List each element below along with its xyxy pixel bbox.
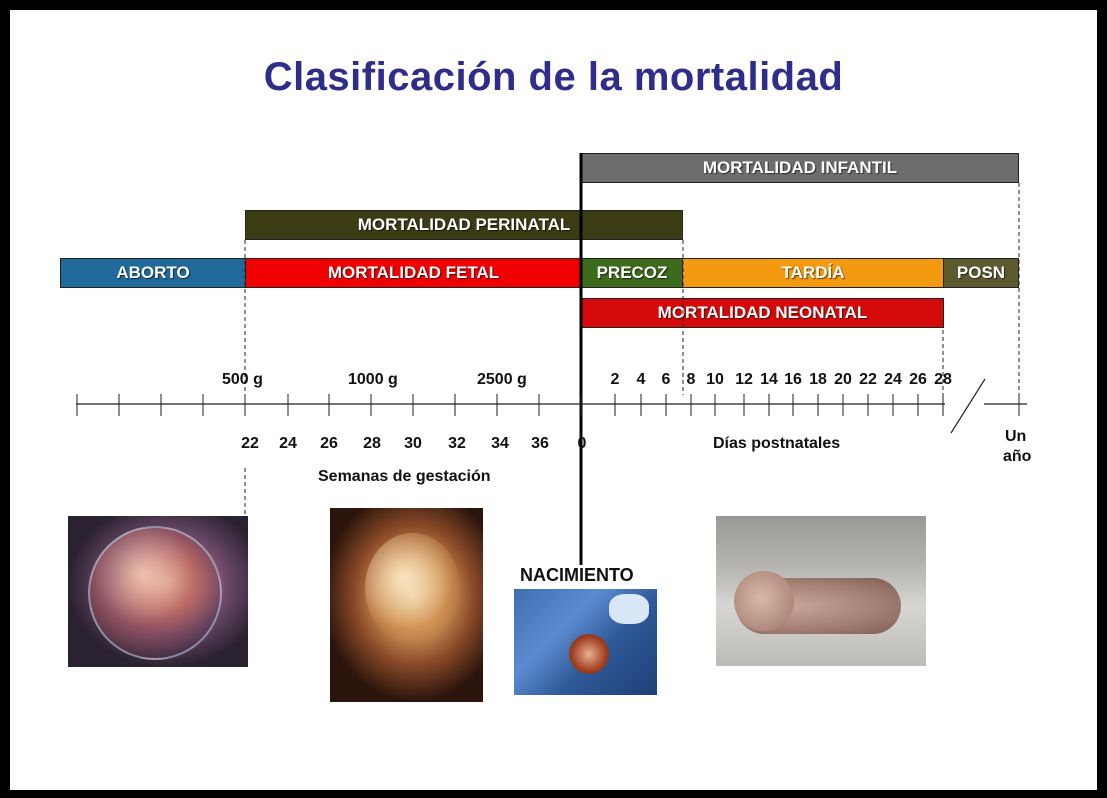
gestation-week-label: 28 <box>363 435 381 452</box>
birth-photo <box>514 589 657 695</box>
postnatal-day-label: 16 <box>784 371 802 388</box>
bar-mortalidad-neonatal: MORTALIDAD NEONATAL <box>581 298 944 328</box>
bar-precoz: PRECOZ <box>581 258 683 288</box>
fetus-photo-late <box>330 508 483 702</box>
gestation-week-label: 30 <box>404 435 422 452</box>
label-nacimiento: NACIMIENTO <box>520 565 634 585</box>
label-dias-postnatales: Días postnatales <box>713 435 841 452</box>
weight-1000: 1000 g <box>348 371 398 388</box>
bar-mortalidad-perinatal: MORTALIDAD PERINATAL <box>245 210 683 240</box>
label-anio: año <box>1003 448 1032 465</box>
gestation-week-label: 22 <box>241 435 259 452</box>
gestation-week-label: 34 <box>491 435 509 452</box>
postnatal-day-label: 6 <box>661 371 671 388</box>
bar-posn: POSN <box>943 258 1019 288</box>
postnatal-day-label: 26 <box>909 371 927 388</box>
postnatal-day-label: 20 <box>834 371 852 388</box>
bar-mortalidad-fetal: MORTALIDAD FETAL <box>245 258 582 288</box>
gestation-week-label: 36 <box>531 435 549 452</box>
gestation-week-label: 0 <box>577 435 587 452</box>
bar-aborto: ABORTO <box>60 258 246 288</box>
postnatal-day-label: 24 <box>884 371 902 388</box>
page-title: Clasificación de la mortalidad <box>263 55 844 99</box>
gestation-week-label: 32 <box>448 435 466 452</box>
gestation-week-label: 24 <box>279 435 297 452</box>
bar-mortalidad-infantil: MORTALIDAD INFANTIL <box>581 153 1019 183</box>
newborn-photo <box>716 516 926 666</box>
gestation-week-label: 26 <box>320 435 338 452</box>
postnatal-day-label: 4 <box>636 371 646 388</box>
postnatal-day-label: 8 <box>686 371 696 388</box>
label-un: Un <box>1005 428 1027 445</box>
weight-2500: 2500 g <box>477 371 527 388</box>
postnatal-day-label: 28 <box>934 371 952 388</box>
bar-tardia: TARDÍA <box>682 258 944 288</box>
weight-500: 500 g <box>222 371 263 388</box>
postnatal-day-label: 2 <box>610 371 620 388</box>
postnatal-day-label: 22 <box>859 371 877 388</box>
postnatal-day-label: 12 <box>735 371 753 388</box>
fetus-photo-early <box>68 516 248 667</box>
postnatal-day-label: 14 <box>760 371 778 388</box>
postnatal-day-label: 10 <box>706 371 724 388</box>
label-semanas-gestacion: Semanas de gestación <box>318 468 491 485</box>
postnatal-day-label: 18 <box>809 371 827 388</box>
